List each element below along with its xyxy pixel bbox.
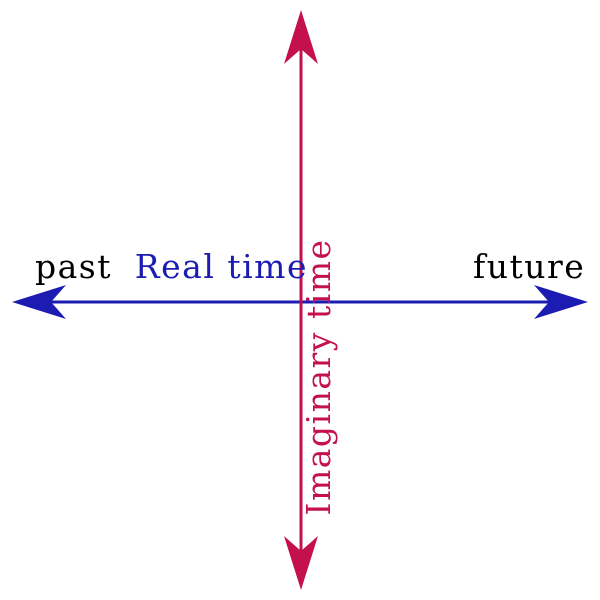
real-time-axis-label: Real time xyxy=(135,247,308,286)
past-label: past xyxy=(35,247,112,286)
imaginary-time-axis xyxy=(284,10,318,590)
future-label: future xyxy=(473,247,585,286)
imaginary-time-axis-label: Imaginary time xyxy=(299,238,338,515)
arrowhead-down-icon xyxy=(284,536,318,590)
arrowhead-left-icon xyxy=(12,285,66,319)
arrowhead-right-icon xyxy=(534,285,588,319)
arrowhead-up-icon xyxy=(284,10,318,64)
